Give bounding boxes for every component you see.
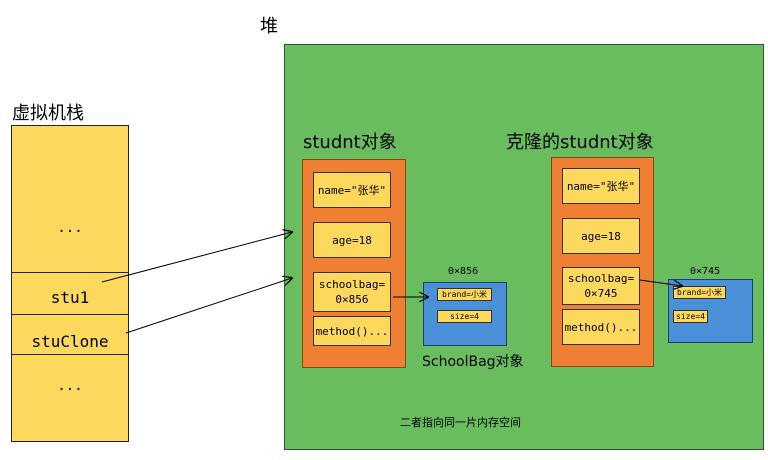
clone-field-name: name="张华" [562, 168, 640, 204]
clone-field-method: method()... [562, 309, 640, 345]
stack-frame-stuclone: stuClone [31, 332, 109, 351]
student-field-name: name="张华" [313, 172, 391, 208]
clone-field-age: age=18 [562, 218, 640, 254]
stack-ellipsis-bottom: ... [57, 378, 83, 394]
student-field-method: method()... [313, 316, 391, 346]
stack-divider [11, 314, 129, 315]
stack-region [11, 125, 129, 442]
bag2-field-size: size=4 [673, 310, 708, 323]
stack-title: 虚拟机栈 [12, 103, 84, 124]
heap-title: 堆 [260, 16, 278, 37]
shared-memory-note: 二者指向同一片内存空间 [400, 416, 521, 429]
stack-ellipsis-top: ... [57, 220, 83, 236]
student-object-title: studnt对象 [303, 132, 397, 153]
stu1-to-student-arrow [101, 232, 292, 283]
schoolbag-caption: SchoolBag对象 [422, 354, 524, 370]
stack-divider [11, 272, 129, 273]
bag1-field-brand: brand=小米 [437, 288, 492, 301]
bag2-field-brand: brand=小米 [673, 286, 726, 299]
student-field-age: age=18 [313, 222, 391, 258]
clone-object-title: 克隆的studnt对象 [506, 132, 654, 153]
stuclone-to-student-arrow [125, 278, 292, 334]
stack-frame-stu1: stu1 [50, 288, 90, 307]
clone-field-schoolbag: schoolbag= 0×745 [562, 267, 640, 305]
bag2-address: 0×745 [690, 266, 721, 277]
clone-schoolbag-ref-arrow [639, 279, 682, 286]
bag1-field-size: size=4 [437, 310, 492, 323]
bag1-address: 0×856 [448, 266, 479, 277]
student-field-schoolbag: schoolbag= 0×856 [313, 272, 391, 312]
stack-divider [11, 354, 129, 355]
